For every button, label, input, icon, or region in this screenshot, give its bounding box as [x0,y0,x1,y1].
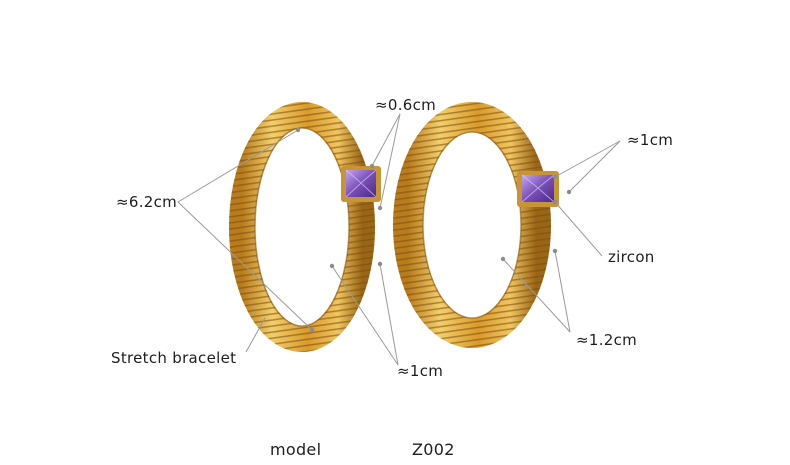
band-width-bottom-label: ≈1cm [397,362,444,380]
zircon-stone-left [341,166,381,202]
leader-dots [295,127,572,333]
model-code: Z002 [412,440,455,459]
leader-lines [177,113,621,366]
bracelet-left [229,102,381,352]
zircon-stone-right [517,171,559,207]
stone-width-label: ≈1cm [627,131,674,149]
diameter-label: ≈6.2cm [116,193,178,211]
zircon-label: zircon [608,248,655,266]
bracelet-right [393,102,559,348]
model-label: model [270,440,322,459]
band-width-right-label: ≈1.2cm [576,331,638,349]
bracelet-type-label: Stretch bracelet [111,349,237,367]
top-width-label: ≈0.6cm [375,96,437,114]
